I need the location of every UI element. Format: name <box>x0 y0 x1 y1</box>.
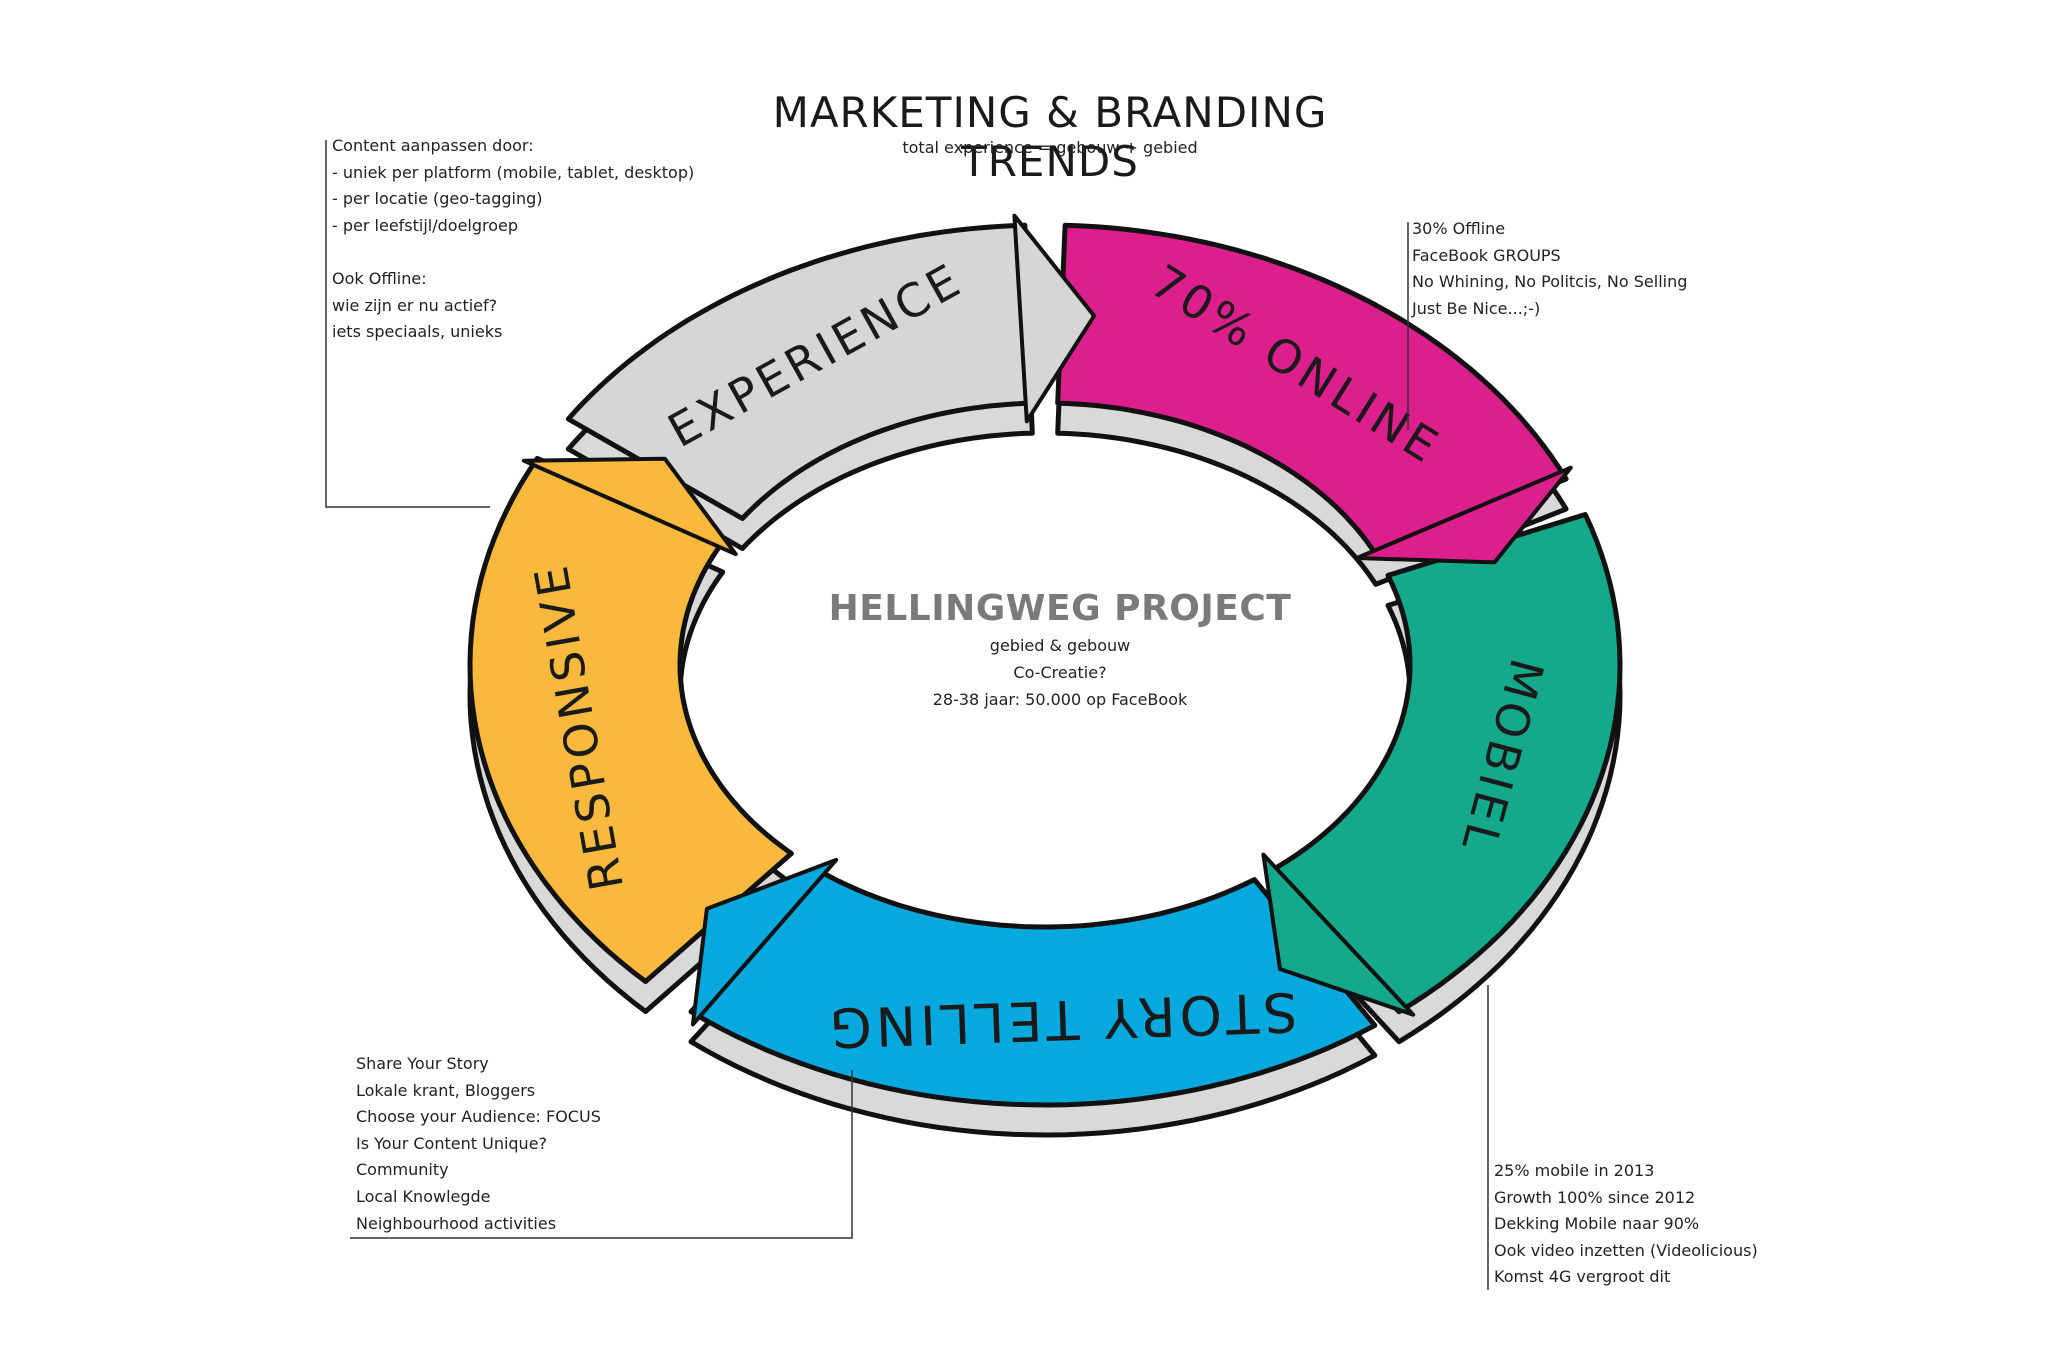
note-line: Komst 4G vergroot dit <box>1494 1267 1671 1287</box>
note-line: Is Your Content Unique? <box>356 1133 548 1153</box>
note-line: Ook Offline: <box>332 268 427 288</box>
note-line: 30% Offline <box>1412 219 1506 238</box>
center-line-2: Co-Creatie? <box>1013 663 1107 682</box>
note-line: Content aanpassen door: <box>332 136 534 155</box>
leader-line-bottom-left <box>350 1070 853 1239</box>
center-line-1: gebied & gebouw <box>989 636 1131 655</box>
note-line: Lokale krant, Bloggers <box>356 1080 536 1100</box>
note-line: - per leefstijl/doelgroep <box>332 215 519 235</box>
note-line: - uniek per platform (mobile, tablet, de… <box>332 162 695 182</box>
note-line <box>332 239 694 266</box>
note-line: wie zijn er nu actief? <box>332 295 498 315</box>
note-line: No Whining, No Politcis, No Selling <box>1412 272 1688 292</box>
note-top-left: Content aanpassen door: - uniek per plat… <box>332 133 694 346</box>
note-line: Just Be Nice...;-) <box>1412 298 1541 318</box>
note-bottom-right: 25% mobile in 2013 Growth 100% since 201… <box>1494 1158 1758 1291</box>
note-line: Growth 100% since 2012 <box>1494 1187 1696 1207</box>
note-line: Community <box>356 1160 449 1180</box>
segment-arrow-mobiel <box>1261 852 1416 1017</box>
note-line: 25% mobile in 2013 <box>1494 1161 1655 1180</box>
center-title: HELLINGWEG PROJECT <box>828 588 1292 629</box>
note-line: iets speciaals, unieks <box>332 322 503 342</box>
note-bottom-left: Share Your Story Lokale krant, Bloggers … <box>356 1051 601 1237</box>
note-line: Neighbourhood activities <box>356 1213 557 1233</box>
note-line: FaceBook GROUPS <box>1412 245 1561 265</box>
note-line: Dekking Mobile naar 90% <box>1494 1214 1700 1234</box>
note-line: Ook video inzetten (Videolicious) <box>1494 1240 1758 1260</box>
center-line-3: 28-38 jaar: 50.000 op FaceBook <box>932 690 1188 709</box>
note-line: - per locatie (geo-tagging) <box>332 189 543 209</box>
segment-arrow-experience <box>1012 213 1097 424</box>
note-line: Choose your Audience: FOCUS <box>356 1107 601 1127</box>
segment-arrow-70-online <box>1354 465 1573 565</box>
diagram-subtitle: total experience = gebouw + gebied <box>902 138 1198 157</box>
diagram-title: MARKETING & BRANDING TRENDS <box>772 88 1328 186</box>
note-line: Local Knowlegde <box>356 1186 491 1206</box>
leader-line-top-left <box>325 140 490 508</box>
segment-arrow-story-telling <box>690 857 839 1027</box>
note-line: Share Your Story <box>356 1054 489 1073</box>
segment-arrow-responsive <box>521 456 738 557</box>
note-top-right: 30% Offline FaceBook GROUPS No Whining, … <box>1412 216 1687 322</box>
